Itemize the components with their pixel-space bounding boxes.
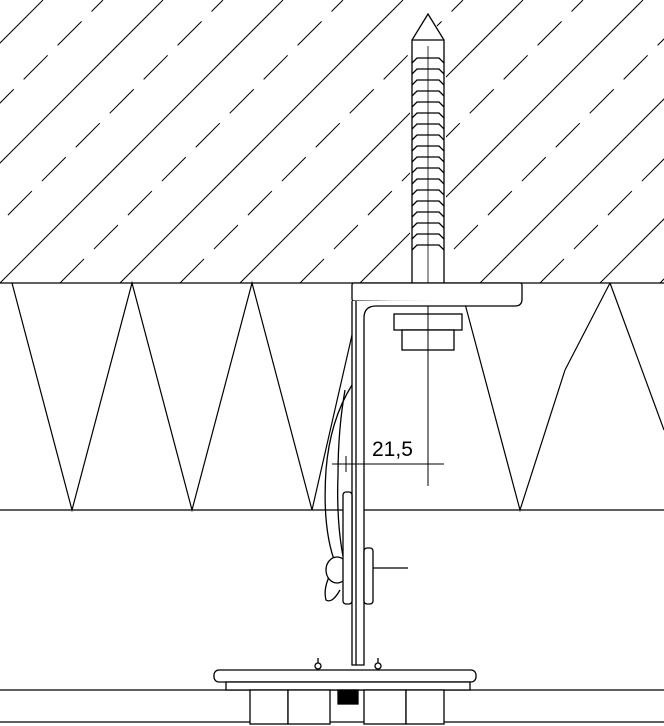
rail-element [342, 491, 408, 605]
hatch-line [539, 158, 664, 284]
hatch-line [419, 38, 664, 284]
bottom-fasteners [249, 689, 445, 725]
substrate-hatching [0, 0, 664, 284]
hatch-line [0, 0, 104, 104]
anchor-dowel [411, 12, 445, 284]
hatch-line [59, 0, 344, 284]
insulation-zigzag-right [463, 299, 566, 513]
angle-bracket [351, 282, 523, 666]
hatch-line [0, 0, 224, 224]
base-plate [213, 658, 477, 691]
hatch-line [599, 218, 664, 284]
dimension-label: 21,5 [372, 438, 413, 461]
hatch-line [179, 0, 464, 284]
hatch-line [119, 0, 404, 284]
hatch-line [239, 0, 524, 284]
insulation-zigzag [11, 280, 361, 513]
dimension-indicator [332, 456, 444, 472]
hatch-line [0, 0, 164, 164]
insulation-zigzag-right-3 [564, 282, 611, 371]
hatch-line [359, 0, 644, 284]
hatch-line [479, 98, 664, 284]
hatch-line [0, 0, 284, 284]
insulation-zigzag-right-2 [609, 282, 664, 431]
